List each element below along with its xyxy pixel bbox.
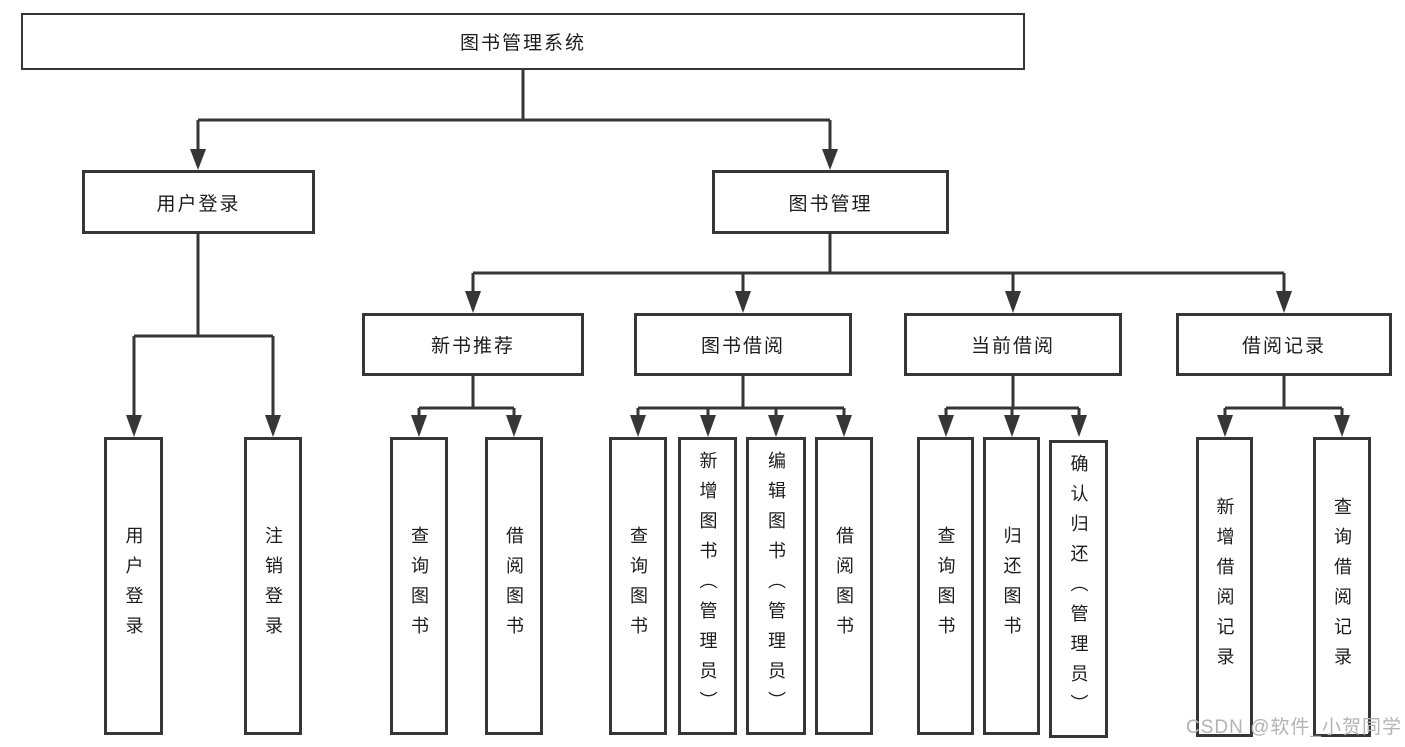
node-book-management: 图书管理 [712, 170, 949, 234]
leaf-return-books: 归还图书 [983, 437, 1040, 735]
connector-book-borrow-children [630, 376, 852, 437]
node-user-login: 用户登录 [82, 170, 315, 234]
node-label: 图书管理系统 [459, 33, 586, 54]
arrow-down-icon [735, 291, 751, 313]
arrow-down-icon [822, 149, 838, 170]
arrow-down-icon [938, 415, 954, 437]
connector-borrow-record-children [1217, 376, 1350, 437]
leaf-add-books-admin: 新增图书（管理员） [678, 437, 737, 735]
leaf-query-books-recommend: 查询图书 [390, 437, 448, 735]
arrow-down-icon [1217, 415, 1233, 437]
arrow-down-icon [700, 415, 716, 437]
arrow-down-icon [1004, 415, 1020, 437]
arrow-down-icon [768, 415, 784, 437]
leaf-query-books-current: 查询图书 [917, 437, 974, 735]
arrow-down-icon [265, 415, 281, 437]
node-book-borrowing: 图书借阅 [634, 313, 852, 376]
arrow-down-icon [411, 415, 427, 437]
arrow-down-icon [1334, 415, 1350, 437]
arrow-down-icon [836, 415, 852, 437]
leaf-logout: 注销登录 [244, 437, 302, 735]
connector-user-login-children [126, 234, 281, 437]
leaf-borrow-books-recommend: 借阅图书 [485, 437, 543, 735]
leaf-query-books-borrowing: 查询图书 [609, 437, 667, 735]
arrow-down-icon [465, 291, 481, 313]
arrow-down-icon [126, 415, 142, 437]
node-label: 当前借阅 [970, 336, 1055, 357]
leaf-user-login: 用户登录 [104, 437, 163, 735]
connector-new-book-rec-children [411, 376, 522, 437]
node-current-borrowing: 当前借阅 [904, 313, 1122, 376]
connector-root-to-level2 [190, 70, 838, 170]
node-borrow-records: 借阅记录 [1176, 313, 1392, 376]
leaf-add-borrow-record: 新增借阅记录 [1196, 437, 1253, 737]
leaf-borrow-books: 借阅图书 [815, 437, 873, 735]
node-new-book-recommend: 新书推荐 [362, 313, 584, 376]
node-label: 新书推荐 [430, 336, 515, 357]
leaf-edit-books-admin: 编辑图书（管理员） [746, 437, 806, 735]
node-label: 图书借阅 [700, 336, 785, 357]
arrow-down-icon [1276, 291, 1292, 313]
arrow-down-icon [506, 415, 522, 437]
node-label: 借阅记录 [1241, 336, 1326, 357]
arrow-down-icon [1071, 415, 1087, 437]
connector-book-mgmt-children [465, 234, 1292, 313]
leaf-query-borrow-record: 查询借阅记录 [1313, 437, 1371, 737]
node-label: 图书管理 [788, 193, 873, 215]
arrow-down-icon [190, 149, 206, 170]
arrow-down-icon [630, 415, 646, 437]
node-library-system: 图书管理系统 [21, 13, 1025, 70]
node-label: 用户登录 [156, 193, 241, 215]
csdn-watermark: CSDN @软件_小贺同学 [1186, 717, 1402, 738]
connector-current-borrow-children [938, 376, 1087, 437]
leaf-confirm-return-admin: 确认归还（管理员） [1049, 440, 1108, 738]
arrow-down-icon [1005, 291, 1021, 313]
